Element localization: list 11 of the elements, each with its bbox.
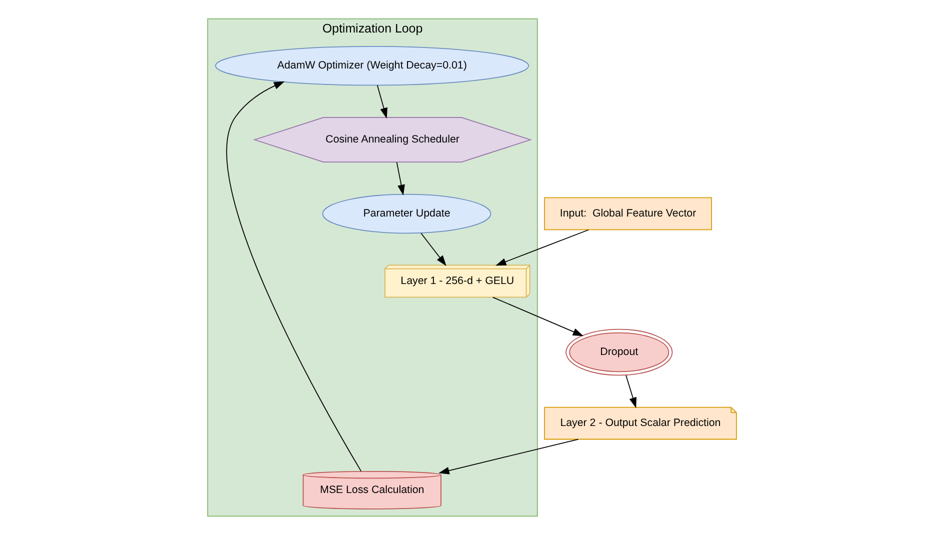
arrow [396,162,404,196]
arrow [376,84,387,119]
node-box: Input: Global Feature Vector [544,197,712,230]
arrow [495,229,588,266]
arrow [226,81,362,472]
arrow [420,232,446,266]
node-ellipse: Parameter Update [322,194,491,234]
arrow [492,296,584,336]
arrow [625,374,636,408]
arrow [438,438,578,474]
node-ellipse: AdamW Optimizer (Weight Decay=0.01) [214,46,529,86]
